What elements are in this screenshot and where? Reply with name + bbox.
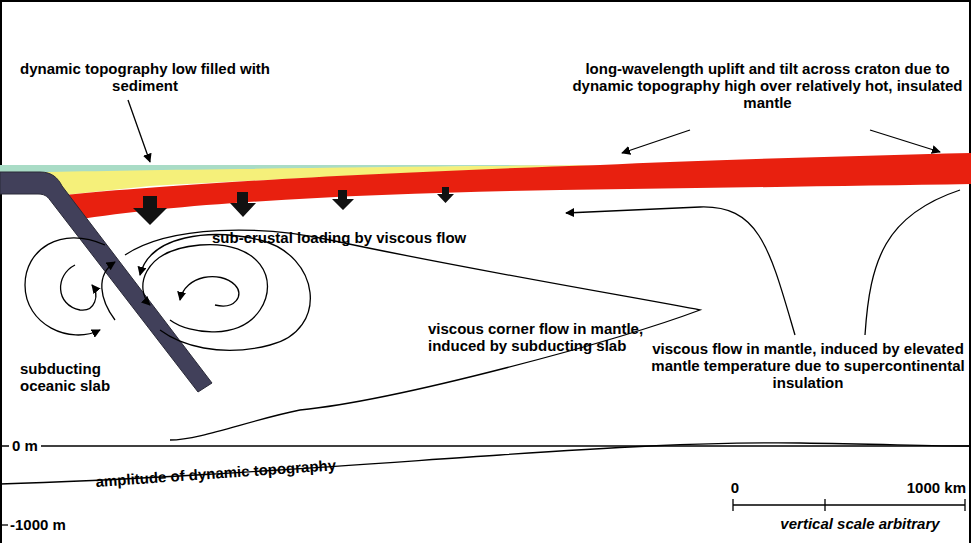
axis-label: amplitude of dynamic topography — [95, 453, 385, 490]
corner-flow — [25, 230, 700, 440]
annotation: viscous flow in mantle, induced by eleva… — [648, 340, 968, 391]
annotation: long-wavelength uplift and tilt across c… — [570, 60, 965, 111]
annotation: sub-crustal loading by viscous flow — [212, 229, 542, 246]
axis-label: 0 m — [9, 437, 41, 454]
mantle-flow — [566, 190, 960, 335]
annotation: viscous corner flow in mantle, induced b… — [428, 320, 688, 354]
craton-lithosphere — [55, 153, 971, 220]
scale-label: 0 — [720, 479, 750, 496]
scale-label: vertical scale arbitrary — [760, 515, 960, 532]
leader-lines — [128, 100, 940, 162]
load-arrows — [133, 187, 454, 225]
subducting-slab — [0, 172, 212, 392]
scale-bar — [733, 499, 965, 511]
scale-label: 1000 km — [891, 479, 966, 496]
topography-profile — [0, 443, 971, 525]
annotation: subducting oceanic slab — [20, 360, 130, 394]
axis-label: -1000 m — [10, 516, 90, 533]
annotation: dynamic topography low filled with sedim… — [10, 60, 280, 94]
